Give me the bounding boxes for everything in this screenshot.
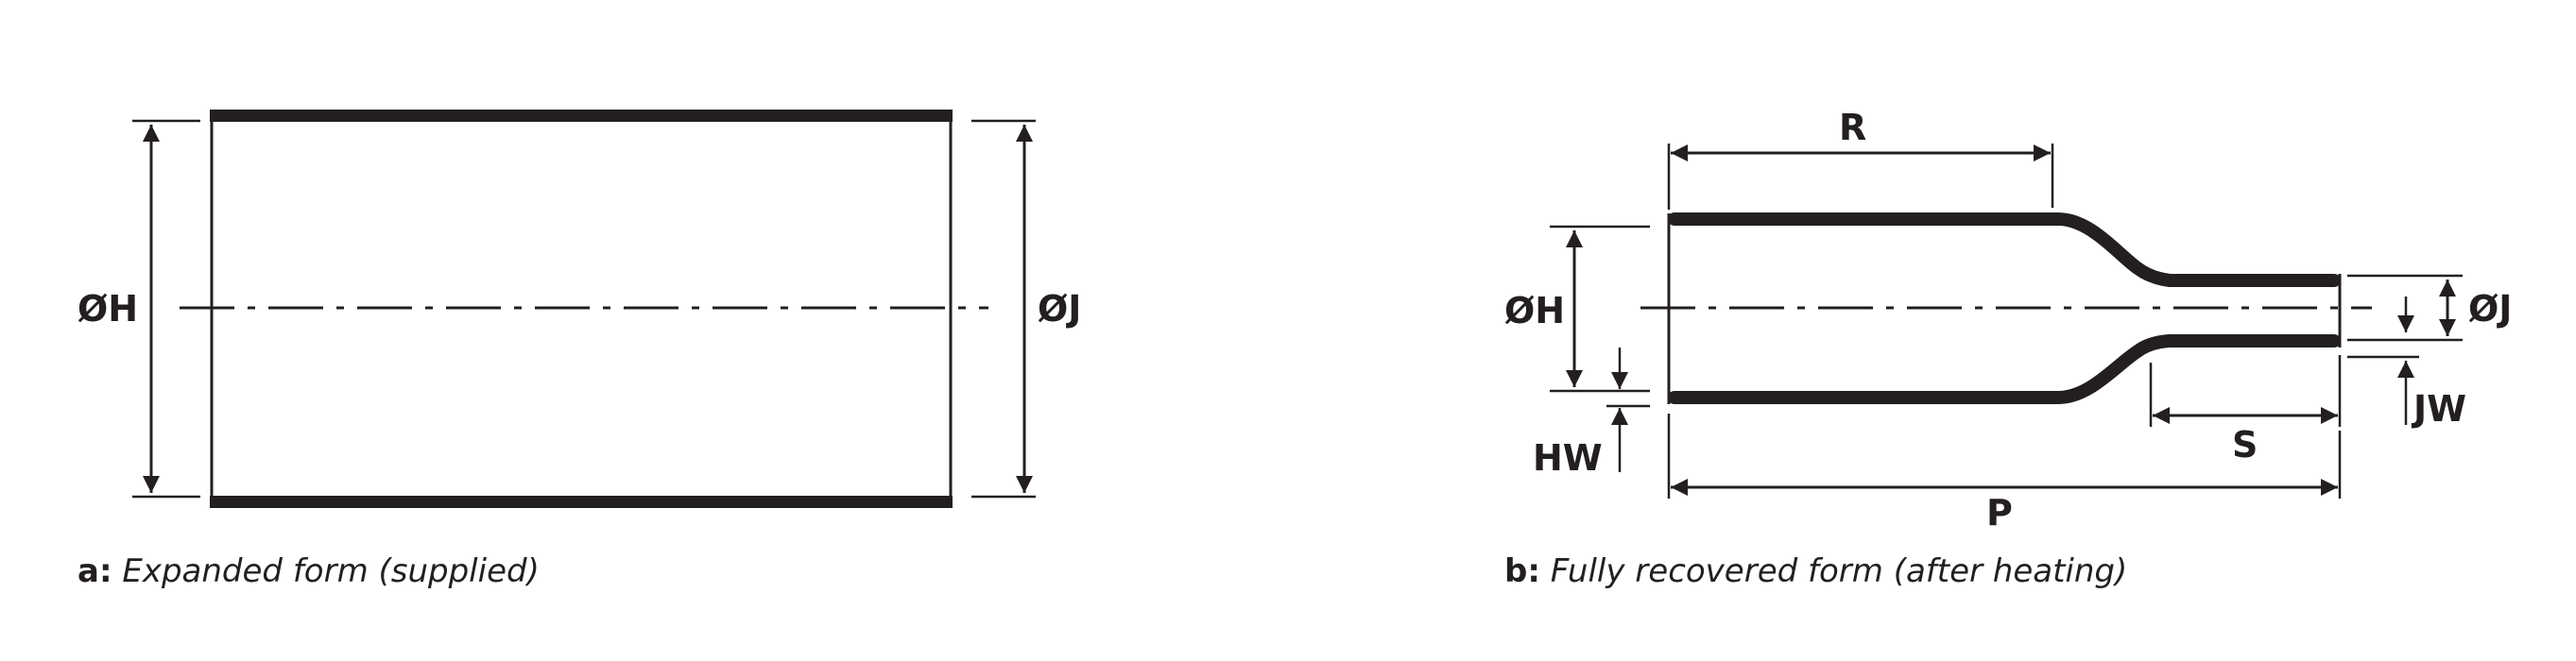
dimension-oj: ØJ (971, 119, 1081, 499)
dimension-jw: JW (2347, 297, 2466, 430)
label-jw: JW (2411, 388, 2466, 430)
label-oh: ØH (77, 288, 138, 330)
caption-a-text: Expanded form (supplied) (112, 552, 540, 590)
caption-a: a: Expanded form (supplied) (77, 552, 540, 590)
label-s: S (2232, 424, 2258, 466)
dimension-oj: ØJ (2347, 274, 2512, 342)
tube-bottom-wall (210, 496, 953, 508)
tube-bottom-wall (1668, 334, 2341, 404)
caption-b: b: Fully recovered form (after heating) (1504, 552, 2127, 590)
dimension-p: P (1667, 414, 2342, 534)
caption-b-text: Fully recovered form (after heating) (1540, 552, 2127, 590)
label-r: R (1839, 107, 1866, 148)
diagram-recovered-form: R ØH HW ØJ JW (1504, 107, 2512, 590)
label-oj: ØJ (2468, 288, 2512, 330)
dimension-s: S (2149, 355, 2342, 466)
dimension-hw: HW (1533, 347, 1650, 479)
label-p: P (1986, 492, 2013, 534)
label-hw: HW (1533, 437, 1603, 479)
dimension-oh: ØH (77, 119, 200, 499)
diagram-expanded-form: ØH ØJ a: Expanded form (supplied) (77, 110, 1081, 590)
dimension-r: R (1667, 107, 2054, 210)
caption-b-prefix: b: (1504, 552, 1540, 590)
dimension-oh: ØH (1504, 225, 1650, 393)
tube-top-wall (210, 110, 953, 122)
label-oj: ØJ (1038, 288, 1081, 330)
caption-a-prefix: a: (77, 552, 112, 590)
expanded-tube (210, 110, 953, 508)
tube-top-wall (1668, 212, 2341, 287)
recovered-tube (1667, 212, 2342, 404)
label-oh: ØH (1504, 290, 1565, 331)
